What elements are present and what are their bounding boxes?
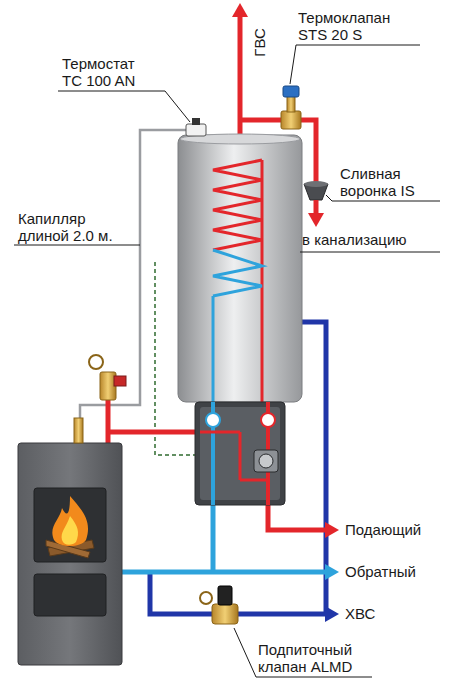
fire	[62, 516, 78, 545]
heating-coil	[261, 160, 264, 402]
pump-group	[200, 431, 240, 434]
callout-label: Сливная воронка IS	[340, 165, 444, 199]
solid-fuel-boiler	[34, 574, 106, 616]
solid-fuel-boiler	[34, 488, 106, 562]
cold-water-pipe	[325, 606, 339, 622]
heating-coil	[212, 296, 215, 402]
leader-line	[290, 45, 420, 84]
pump-group	[259, 454, 273, 468]
callout-label: Обратный	[345, 563, 416, 580]
makeup-valve	[200, 586, 238, 624]
thermo-valve	[281, 111, 301, 129]
makeup-valve	[212, 604, 238, 624]
water-heater-tank	[178, 135, 302, 402]
thermo-valve	[283, 86, 299, 97]
safety-group	[114, 376, 126, 386]
supply-pipe	[268, 505, 326, 530]
callout-label: Капилляр длиной 2.0 м.	[18, 210, 130, 244]
return-pipe	[122, 570, 326, 575]
callout-label: Подпиточный клапан ALMD	[258, 641, 370, 675]
leader-line	[300, 252, 440, 253]
solid-fuel-boiler	[74, 418, 83, 443]
pipe-label: ГВС	[251, 28, 268, 58]
heating-coil	[213, 160, 262, 402]
callout-label: Термостат TC 100 AN	[62, 55, 158, 89]
callout-label: Подающий	[345, 521, 421, 538]
return-pipe	[211, 505, 216, 572]
pump-group	[195, 402, 285, 505]
pump-group	[254, 450, 278, 472]
return-pipe	[122, 505, 339, 580]
thermostat	[186, 124, 206, 136]
callout-label: Термоклапан STS 20 S	[298, 9, 410, 43]
leader-line	[14, 45, 440, 677]
supply-pipe	[325, 522, 339, 538]
leader-line	[14, 245, 140, 246]
thermostat	[192, 118, 200, 125]
capillary-line	[80, 130, 190, 418]
fire	[52, 496, 88, 546]
supply-pipe	[108, 430, 195, 435]
capillary-line	[80, 130, 190, 418]
makeup-valve	[218, 586, 232, 605]
drain-funnel	[314, 200, 319, 214]
leader-line	[234, 628, 372, 677]
pump-group	[261, 413, 275, 427]
safety-group	[89, 355, 126, 400]
leader-line	[58, 91, 190, 122]
safety-group	[89, 355, 103, 369]
callout-label: в канализацию	[302, 231, 407, 248]
pump-group	[195, 402, 285, 505]
pump-group	[239, 432, 242, 480]
supply-pipe	[108, 400, 339, 538]
solid-fuel-boiler	[18, 443, 122, 665]
callout-label: ХВС	[345, 605, 375, 622]
makeup-valve	[200, 592, 212, 604]
thermo-valve	[287, 96, 295, 112]
heating-coil	[213, 160, 262, 250]
return-pipe	[325, 564, 339, 580]
pump-group	[240, 479, 268, 482]
supply-pipe	[106, 400, 111, 443]
drain-funnel	[304, 181, 328, 187]
hot-water-pipe	[238, 16, 243, 135]
pump-group	[206, 413, 220, 427]
drain-funnel	[304, 181, 328, 227]
solid-fuel-boiler	[18, 418, 122, 665]
fire	[46, 496, 94, 558]
hot-water-pipe	[232, 3, 248, 17]
thermo-valve	[281, 86, 301, 129]
water-heater-tank	[178, 134, 302, 402]
drain-funnel	[308, 213, 324, 227]
heating-coil	[213, 250, 262, 296]
